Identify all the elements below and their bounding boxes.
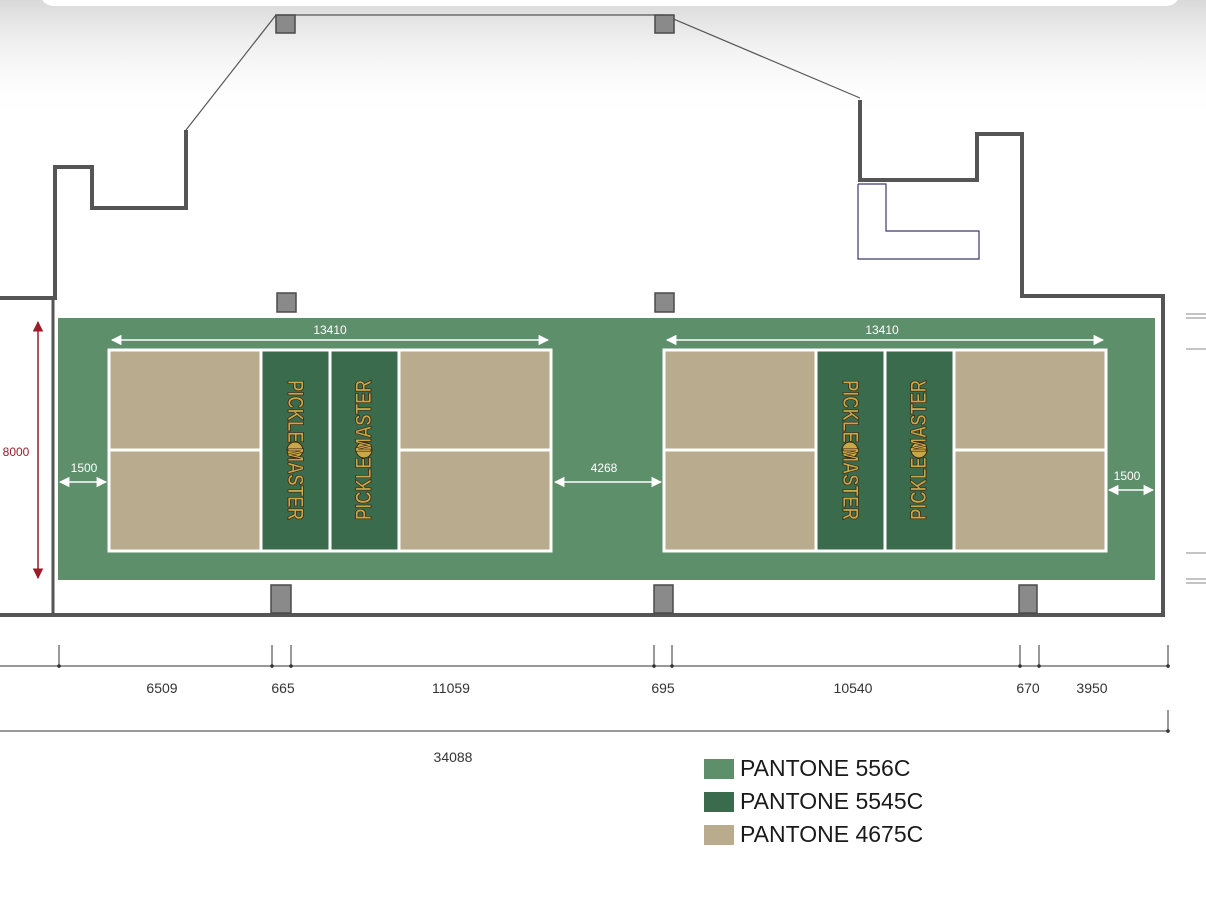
- pickleball-icon: [355, 441, 373, 459]
- logo-text: PICKLE MASTER: [283, 380, 308, 520]
- legend-swatch: [704, 824, 734, 845]
- color-legend: PANTONE 556C PANTONE 5545C PANTONE 4675C: [704, 752, 923, 851]
- logo-text: PICKLE MASTER: [351, 380, 376, 520]
- dim-segment: 10540: [834, 680, 873, 696]
- legend-item: PANTONE 4675C: [704, 818, 923, 851]
- pickleball-icon: [286, 441, 304, 459]
- dim-court-right: 13410: [865, 323, 899, 337]
- legend-item: PANTONE 5545C: [704, 785, 923, 818]
- court-zone: [955, 450, 1105, 550]
- building-walls: [0, 100, 1165, 617]
- court-zone: [665, 351, 815, 450]
- dim-segment: 11059: [432, 680, 470, 696]
- dim-court-gap: 4268: [591, 461, 618, 475]
- court-zone: [665, 450, 815, 550]
- dim-segment: 6509: [146, 680, 177, 696]
- logo-left-2: PICKLE MASTER: [351, 380, 377, 521]
- logo-right-2: PICKLE MASTER: [906, 380, 932, 521]
- tick-dots: [57, 664, 1170, 733]
- logo-text: PICKLE MASTER: [838, 380, 863, 520]
- bottom-dimension-chain: [0, 645, 1169, 733]
- dim-overall: 34088: [434, 749, 473, 765]
- dim-court-left: 13410: [313, 323, 347, 337]
- legend-swatch: [704, 758, 734, 779]
- edge-marks: [1186, 313, 1206, 584]
- logo-text: PICKLE MASTER: [906, 380, 931, 520]
- top-shade: [0, 0, 1206, 120]
- dim-margin-right: 1500: [1114, 469, 1141, 483]
- dim-segment: 665: [271, 680, 295, 696]
- pickleball-icon: [841, 441, 859, 459]
- court-zone: [955, 351, 1105, 450]
- court-zone: [110, 450, 260, 550]
- logo-left-1: PICKLE MASTER: [283, 380, 309, 521]
- legend-swatch: [704, 791, 734, 812]
- court-right: [662, 348, 1108, 553]
- court-zone: [110, 351, 260, 450]
- dim-segment: 670: [1016, 680, 1040, 696]
- legend-label: PANTONE 4675C: [740, 821, 924, 847]
- dim-segment: 3950: [1076, 680, 1107, 696]
- court-zone: [400, 351, 550, 450]
- court-zone: [400, 450, 550, 550]
- roof-outline: [185, 14, 980, 260]
- court-left: [107, 348, 553, 553]
- dim-width: 8000: [3, 445, 30, 459]
- dim-margin-left: 1500: [71, 461, 98, 475]
- legend-label: PANTONE 5545C: [740, 788, 924, 814]
- floor-dimensions: [58, 334, 1155, 496]
- dim-segment: 695: [651, 680, 675, 696]
- columns: [270, 14, 1038, 614]
- legend-item: PANTONE 556C: [704, 752, 923, 785]
- legend-label: PANTONE 556C: [740, 755, 911, 781]
- logo-right-1: PICKLE MASTER: [838, 380, 864, 521]
- pickleball-icon: [910, 441, 928, 459]
- top-panel-edge: [42, 0, 1178, 6]
